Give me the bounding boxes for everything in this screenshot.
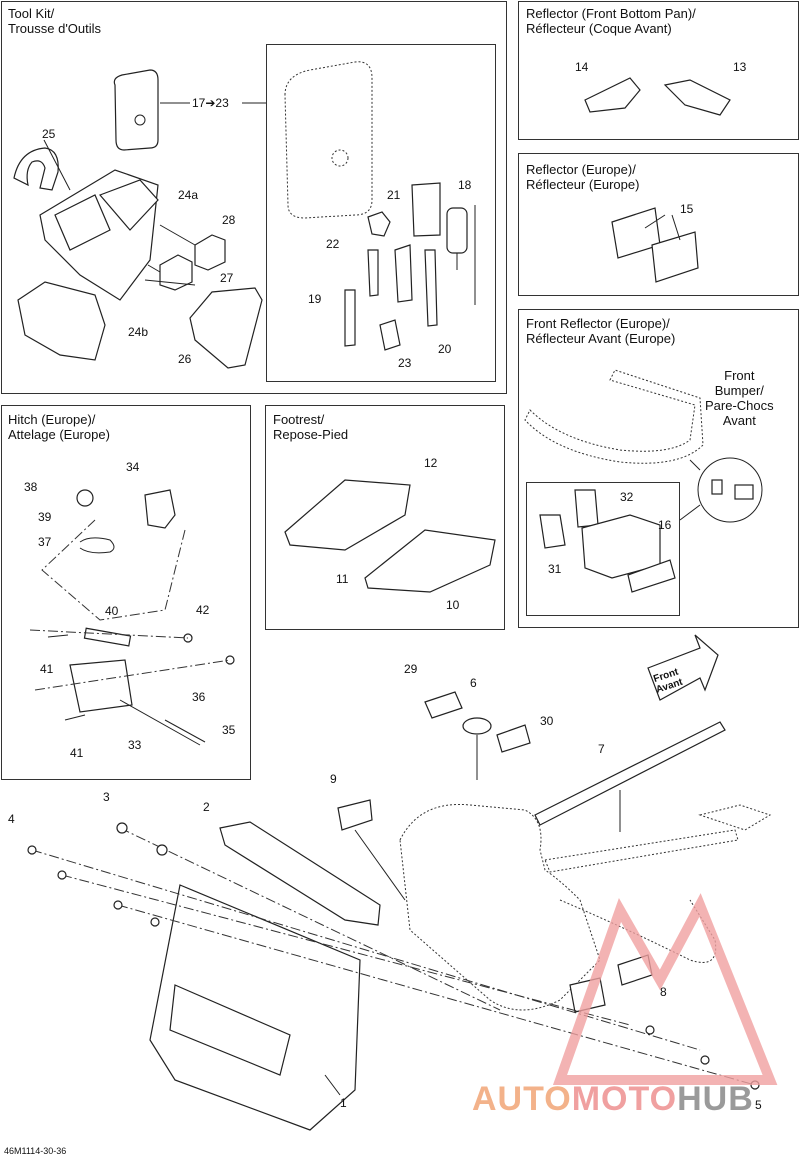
front-bumper-label: Front Bumper/ Pare-Chocs Avant: [705, 368, 774, 428]
label-24a: 24a: [178, 188, 199, 202]
front-bumper: [524, 369, 704, 464]
watermark-part1: AUTO: [472, 1080, 572, 1118]
label-19: 19: [308, 292, 322, 306]
label-26: 26: [178, 352, 192, 366]
hitch-block-34: [144, 489, 176, 529]
reflector-16: [627, 559, 676, 593]
front-frame: [399, 803, 601, 1011]
pad-27: [159, 254, 193, 291]
watermark-text: AUTOMOTOHUB: [472, 1080, 754, 1119]
reflector-13: [663, 79, 731, 116]
label-30: 30: [540, 714, 554, 728]
tool-pouch-large: [284, 61, 373, 219]
label-5: 5: [755, 1098, 762, 1112]
label-41a: 41: [40, 662, 54, 676]
label-8: 8: [660, 985, 667, 999]
label-14: 14: [575, 60, 589, 74]
label-15: 15: [680, 202, 694, 216]
label-17-23: 17➔23: [192, 96, 229, 110]
allen-key-22: [367, 249, 379, 297]
decal-30: [496, 724, 531, 753]
label-32: 32: [620, 490, 634, 504]
reflector-14: [584, 77, 641, 113]
label-35: 35: [222, 723, 236, 737]
bracket-32a: [539, 514, 566, 549]
label-12: 12: [424, 456, 438, 470]
label-21: 21: [387, 188, 401, 202]
label-34: 34: [126, 460, 140, 474]
label-20: 20: [438, 342, 452, 356]
wrench-19: [344, 289, 356, 347]
tool-20: [424, 249, 438, 327]
label-13: 13: [733, 60, 747, 74]
label-29: 29: [404, 662, 418, 676]
drawing-code: 46M1114-30-36: [4, 1146, 67, 1156]
pad-28: [194, 234, 226, 271]
screwdriver-18: [446, 207, 468, 254]
label-42: 42: [196, 603, 210, 617]
tool-23: [394, 244, 413, 303]
label-39: 39: [38, 510, 52, 524]
label-31: 31: [548, 562, 562, 576]
decal-29: [424, 691, 463, 719]
watermark-part3: HUB: [677, 1080, 754, 1118]
label-28: 28: [222, 213, 236, 227]
label-9: 9: [330, 772, 337, 786]
reflector-europe-title: Reflector (Europe)/ Réflecteur (Europe): [526, 162, 640, 192]
tool-kit-title: Tool Kit/ Trousse d'Outils: [8, 6, 102, 36]
label-6: 6: [470, 676, 477, 690]
label-16: 16: [658, 518, 672, 532]
label-40: 40: [105, 604, 119, 618]
part-2: [219, 821, 381, 926]
tool-holder-24b: [17, 281, 106, 361]
label-36: 36: [192, 690, 206, 704]
tool-21: [367, 211, 391, 237]
label-10: 10: [446, 598, 460, 612]
label-24b: 24b: [128, 325, 149, 339]
front-arrow: [647, 634, 719, 701]
foam-26: [189, 287, 263, 369]
front-reflector-europe-title: Front Reflector (Europe)/ Réflecteur Ava…: [526, 316, 676, 346]
tool-pouch-small: [113, 69, 159, 151]
label-27: 27: [220, 271, 234, 285]
watermark-part2: MOTO: [571, 1080, 678, 1118]
label-11: 11: [336, 572, 349, 586]
tool-socket: [411, 182, 441, 237]
label-3: 3: [103, 790, 110, 804]
reflector-front-bottom-panel: [518, 1, 799, 140]
label-33: 33: [128, 738, 142, 752]
label-23: 23: [398, 356, 412, 370]
decal-9: [337, 799, 373, 831]
footrest-title: Footrest/ Repose-Pied: [273, 412, 349, 442]
hitch-33: [69, 659, 133, 713]
reflector-front-bottom-title: Reflector (Front Bottom Pan)/ Réflecteur…: [526, 6, 696, 36]
clip-25: [13, 147, 59, 191]
hitch-europe-title: Hitch (Europe)/ Attelage (Europe): [8, 412, 110, 442]
part-6: [462, 717, 492, 735]
label-2: 2: [203, 800, 210, 814]
label-7: 7: [598, 742, 605, 756]
hitch-europe-panel: [1, 405, 251, 780]
plate-40: [83, 627, 132, 647]
label-22: 22: [326, 237, 340, 251]
label-18: 18: [458, 178, 472, 192]
label-38: 38: [24, 480, 38, 494]
label-4: 4: [8, 812, 15, 826]
label-37: 37: [38, 535, 52, 549]
hitch-pin-39: [76, 489, 94, 507]
footrest-11: [284, 479, 411, 551]
watermark-logo: [552, 893, 778, 1085]
label-25: 25: [42, 127, 56, 141]
label-41b: 41: [70, 746, 84, 760]
reflector-15b: [651, 231, 699, 283]
footrest-10: [364, 529, 496, 593]
rail-7: [534, 721, 726, 826]
bottom-pan-1: [149, 884, 361, 1131]
bracket-32b: [574, 489, 599, 528]
label-1: 1: [340, 1096, 347, 1110]
